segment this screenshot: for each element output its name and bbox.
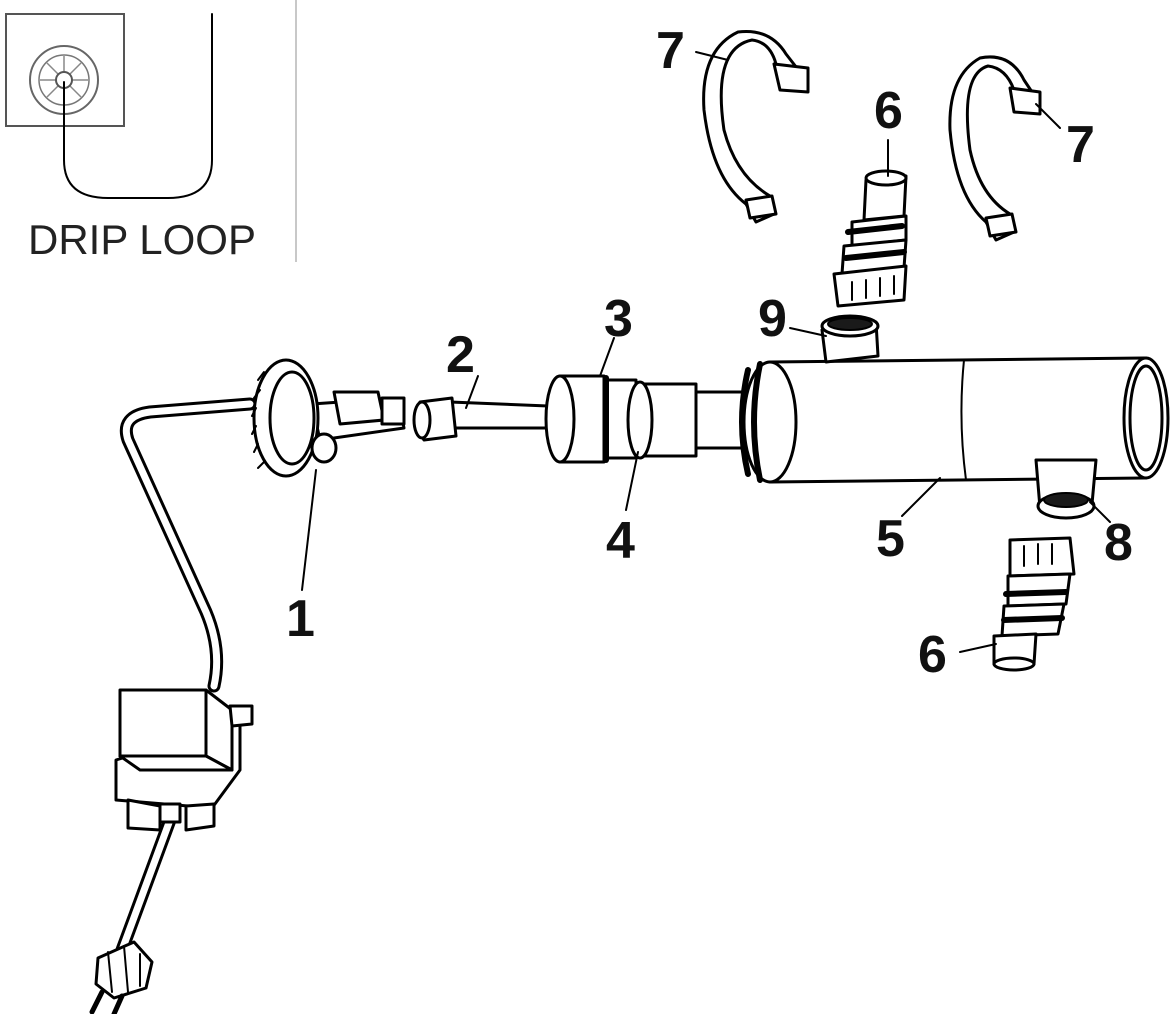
mounting-clip-left [702,29,810,224]
callout-numbers: 1 2 3 4 5 6 6 7 7 8 9 [286,22,1133,684]
drip-loop-cord [63,13,213,199]
cord-nut [251,358,406,478]
transformer-block [114,688,254,832]
callout-6-top: 6 [874,82,903,140]
callout-9: 9 [758,290,787,348]
callout-1: 1 [286,590,315,648]
mounting-clip-right [948,55,1042,242]
callout-3: 3 [604,290,633,348]
outlet-seal [1034,458,1098,520]
hose-tail-bottom [992,536,1076,672]
callout-4: 4 [606,512,635,570]
drip-loop-inset: DRIP LOOP [5,0,297,263]
power-cord [115,397,257,957]
callout-5: 5 [876,510,905,568]
inlet-seal [820,314,880,364]
quartz-sleeve [626,380,752,460]
plug [89,940,154,1014]
end-cap [544,374,638,464]
leader-lines [301,51,1111,653]
callout-7-right: 7 [1066,116,1095,174]
callout-6-bottom: 6 [918,626,947,684]
callout-2: 2 [446,326,475,384]
uv-lamp [412,396,550,442]
callout-8: 8 [1104,514,1133,572]
housing [739,356,1170,484]
hose-tail-top [832,169,908,308]
callout-7-left: 7 [656,22,685,80]
drip-loop-caption: DRIP LOOP [28,216,256,263]
